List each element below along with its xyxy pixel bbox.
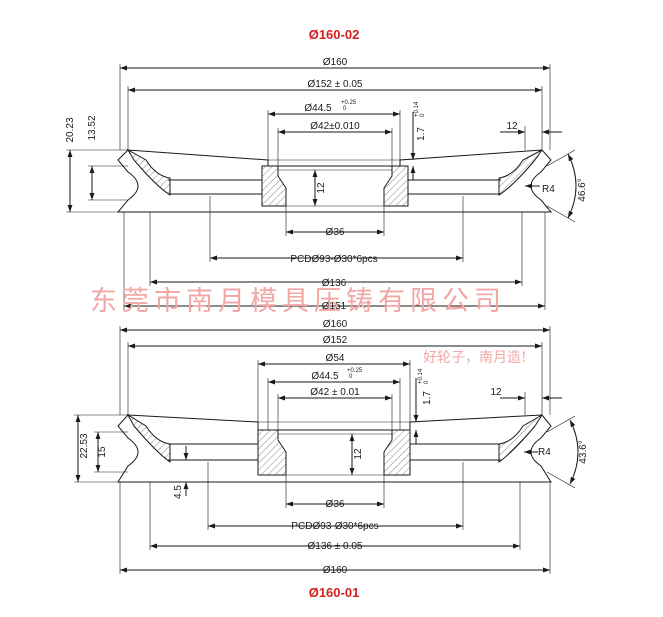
dimensions-top: Ø160 Ø152 ± 0.05 Ø44.5 +0.25 0 Ø42±0.010… (65, 57, 588, 312)
dim-r4-bottom: R4 (538, 447, 551, 458)
dim-d54-bottom: Ø54 (326, 353, 345, 364)
dim-d160b-bottom: Ø160 (323, 565, 348, 576)
tol-upper: +0.25 (347, 368, 363, 374)
title-top: Ø160-02 (309, 27, 360, 42)
dim-w12-bottom: 12 (490, 387, 502, 398)
dim-d445-bottom: Ø44.5 (311, 371, 339, 382)
tol-lower: 0 (349, 374, 353, 380)
dim-d152-bottom: Ø152 (323, 335, 348, 346)
watermark-slogan: 好轮子，南月造! (423, 350, 527, 366)
dim-d160-bottom: Ø160 (323, 319, 348, 330)
dim-h15-bottom: 15 (97, 446, 108, 458)
dim-angle-bottom: 43.6° (578, 440, 589, 463)
dim-w12-top: 12 (506, 121, 518, 132)
dim-r4-top: R4 (542, 184, 555, 195)
dim-d36-bottom: Ø36 (326, 499, 345, 510)
title-bottom: Ø160-01 (309, 585, 360, 600)
watermark-company: 东莞市南月模具压铸有限公司 (90, 286, 506, 317)
dim-h2253-bottom: 22.53 (79, 433, 90, 458)
dim-d42-top: Ø42±0.010 (310, 121, 360, 132)
tol-upper: +0.25 (341, 100, 357, 106)
dim-d445-top: Ø44.5 (304, 103, 332, 114)
wheel-section-bottom (117, 413, 552, 483)
dim-d42-bottom: Ø42 ± 0.01 (310, 387, 360, 398)
dim-d160-top: Ø160 (323, 57, 348, 68)
dim-angle-top: 46.6° (577, 178, 588, 201)
wheel-section-top (116, 148, 553, 213)
dim-d136-top: Ø136 (322, 278, 347, 289)
tol-upper: +0.14 (418, 368, 424, 384)
dim-h12-top: 12 (316, 182, 327, 194)
dim-h45-bottom: 4.5 (173, 485, 184, 499)
dimensions-bottom: Ø160 Ø152 Ø54 Ø44.5 +0.25 0 Ø42 ± 0.01 1… (74, 319, 589, 576)
tol-lower: 0 (343, 106, 347, 112)
tol-upper: +0.14 (414, 101, 420, 117)
dim-pcd-bottom: PCDØ93-Ø30*6pcs (291, 521, 378, 532)
dim-d152-top: Ø152 ± 0.05 (308, 79, 363, 90)
tol-lower: 0 (424, 380, 430, 384)
dim-h17-top: 1.7 (416, 127, 427, 141)
dim-h17-bottom: 1.7 (422, 391, 433, 405)
tol-lower: 0 (420, 113, 426, 117)
dim-d136-bottom: Ø136 ± 0.05 (308, 541, 363, 552)
dim-h1352-top: 13.52 (87, 115, 98, 140)
dim-pcd-top: PCDØ93-Ø30*6pcs (290, 254, 377, 265)
drawing-bottom: Ø160 Ø152 Ø54 Ø44.5 +0.25 0 Ø42 ± 0.01 1… (74, 319, 589, 600)
drawing-top: Ø160-02 Ø160 (65, 27, 588, 312)
dim-h12-bottom: 12 (353, 448, 364, 460)
dim-h2023-top: 20.23 (65, 117, 76, 142)
dim-d36-top: Ø36 (326, 227, 345, 238)
dim-d151-top: Ø151 (322, 301, 347, 312)
